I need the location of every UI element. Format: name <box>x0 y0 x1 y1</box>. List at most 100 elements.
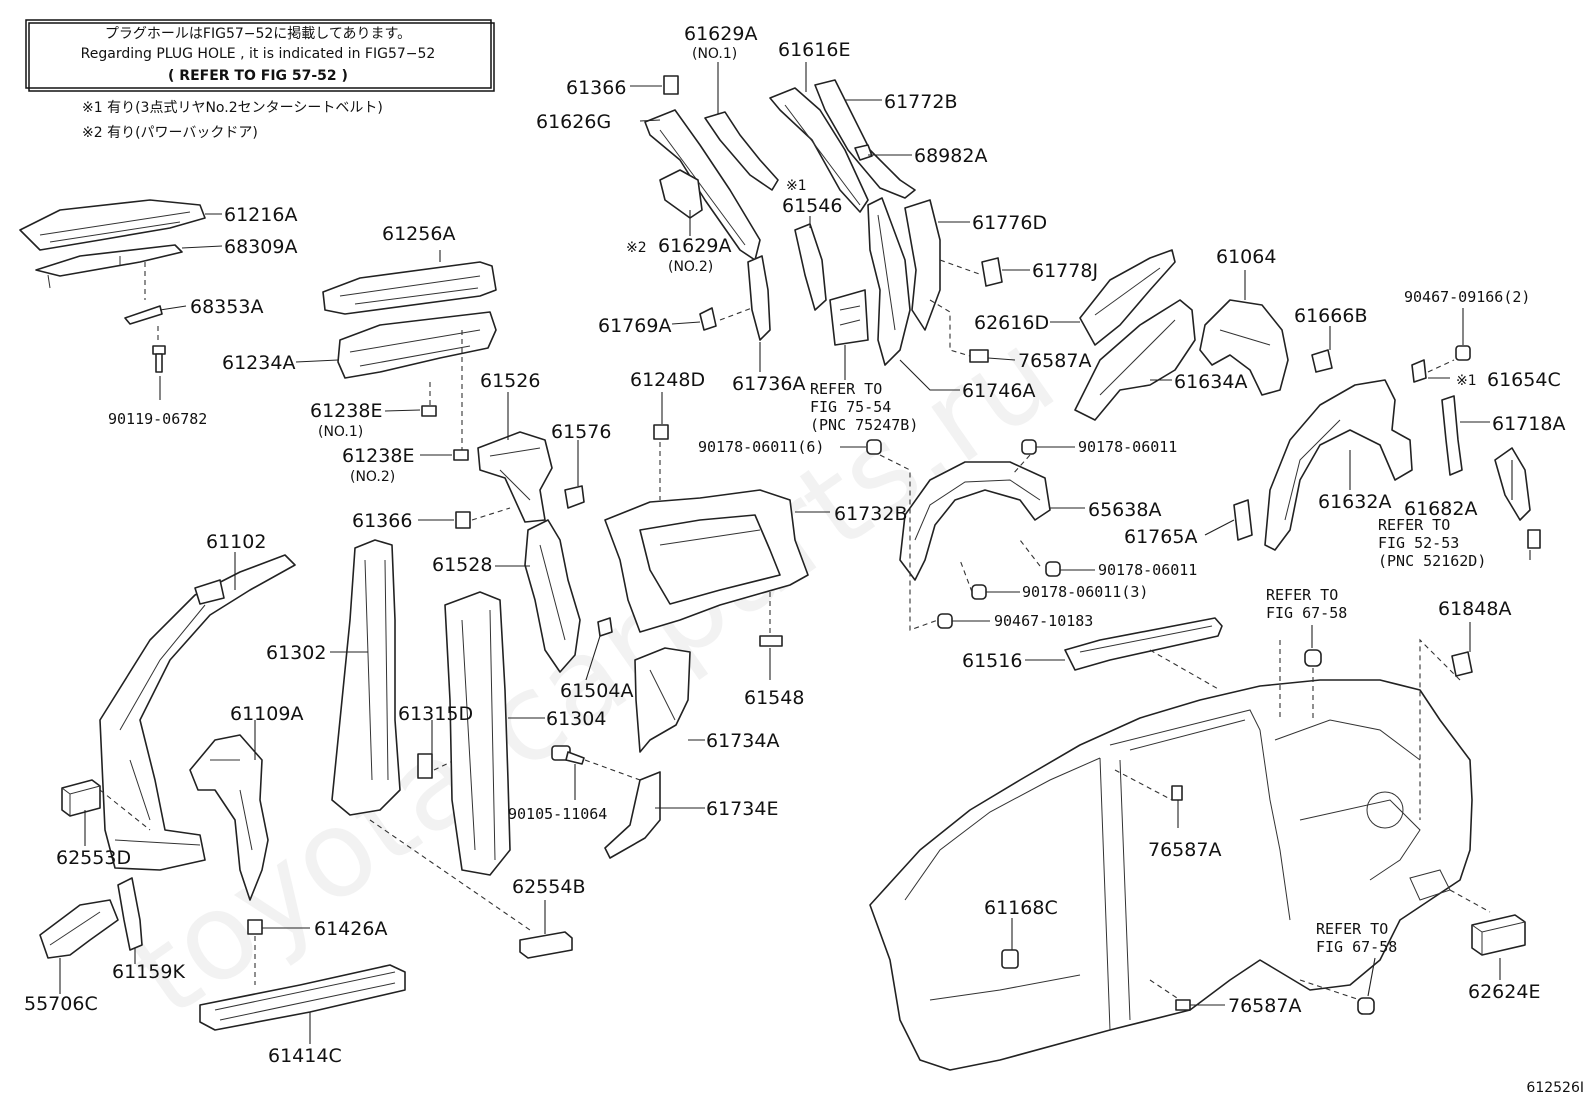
label-61216A[interactable]: 61216A <box>224 204 297 226</box>
label-76587A-low[interactable]: 76587A <box>1228 995 1301 1017</box>
refer-67-58-upper[interactable]: REFER TO FIG 67-58 <box>1266 586 1347 622</box>
label-62624E[interactable]: 62624E <box>1468 981 1540 1003</box>
label-61302[interactable]: 61302 <box>266 642 326 664</box>
part-68353A-shape[interactable] <box>124 305 163 325</box>
clip-61238E-1[interactable] <box>421 405 437 417</box>
label-90178-06011-6[interactable]: 90178-06011(6) <box>698 438 824 456</box>
part-61414C-shape[interactable] <box>199 964 406 1031</box>
label-61682A[interactable]: 61682A <box>1404 498 1477 520</box>
part-61732B-shape[interactable] <box>604 489 809 633</box>
part-76587A-low-shape[interactable] <box>1175 999 1191 1011</box>
part-61064-shape[interactable] <box>1199 299 1289 396</box>
label-90178-06011-a[interactable]: 90178-06011 <box>1078 438 1177 456</box>
label-61736A[interactable]: 61736A <box>732 373 805 395</box>
part-61769A-shape[interactable] <box>699 307 717 331</box>
part-61528-shape[interactable] <box>524 519 581 673</box>
part-61526-shape[interactable] <box>477 431 553 523</box>
label-62554B[interactable]: 62554B <box>512 876 585 898</box>
label-61426A[interactable]: 61426A <box>314 918 387 940</box>
clip-61426A[interactable] <box>247 919 263 935</box>
label-61776D[interactable]: 61776D <box>972 212 1047 234</box>
part-62553D-shape[interactable] <box>61 779 101 817</box>
label-61734E[interactable]: 61734E <box>706 798 778 820</box>
label-61732B[interactable]: 61732B <box>834 503 907 525</box>
part-61629A-2-shape[interactable] <box>659 169 703 219</box>
part-65638A-shape[interactable] <box>899 461 1051 581</box>
label-61504A[interactable]: 61504A <box>560 680 633 702</box>
label-61634A[interactable]: 61634A <box>1174 371 1247 393</box>
label-61238E-2[interactable]: 61238E <box>342 445 414 467</box>
part-bracket-75247B[interactable] <box>829 289 869 346</box>
part-61632A-shape[interactable] <box>1264 379 1413 551</box>
part-61616E-shape[interactable] <box>769 87 869 213</box>
part-76587A-mid-shape[interactable] <box>1171 785 1183 801</box>
refer-52-53[interactable]: REFER TO FIG 52-53 (PNC 52162D) <box>1378 516 1486 570</box>
part-61546-shape[interactable] <box>794 223 827 311</box>
label-61238E-1[interactable]: 61238E <box>310 400 382 422</box>
label-90178-06011-3[interactable]: 90178-06011(3) <box>1022 583 1148 601</box>
label-61102[interactable]: 61102 <box>206 531 266 553</box>
label-61734A[interactable]: 61734A <box>706 730 779 752</box>
label-90178-06011-b[interactable]: 90178-06011 <box>1098 561 1197 579</box>
label-62553D[interactable]: 62553D <box>56 847 131 869</box>
label-61315D[interactable]: 61315D <box>398 703 473 725</box>
label-61516[interactable]: 61516 <box>962 650 1022 672</box>
label-65638A[interactable]: 65638A <box>1088 499 1161 521</box>
part-61234A-shape[interactable] <box>337 311 497 379</box>
bolt-90119-shape[interactable] <box>152 345 166 373</box>
part-61734E-shape[interactable] <box>604 771 661 859</box>
label-61629A-1[interactable]: 61629A <box>684 23 757 45</box>
part-62616D-shape[interactable] <box>1079 249 1176 346</box>
clip-90178-3[interactable] <box>971 584 987 600</box>
part-68982A-shape[interactable] <box>854 144 873 161</box>
clip-61248D[interactable] <box>653 424 669 440</box>
label-68309A[interactable]: 68309A <box>224 236 297 258</box>
part-61666B-shape[interactable] <box>1311 349 1333 373</box>
label-90119-06782[interactable]: 90119-06782 <box>108 410 207 428</box>
label-90467-10183[interactable]: 90467-10183 <box>994 612 1093 630</box>
refer-67-58-lower[interactable]: REFER TO FIG 67-58 <box>1316 920 1397 956</box>
part-61304-shape[interactable] <box>444 591 511 876</box>
part-body-side-outer[interactable] <box>869 679 1473 1071</box>
label-61632A[interactable]: 61632A <box>1318 491 1391 513</box>
part-61102-shape[interactable] <box>99 554 296 871</box>
part-61776D-shape[interactable] <box>904 199 941 331</box>
label-68353A[interactable]: 68353A <box>190 296 263 318</box>
part-61734A-shape[interactable] <box>634 647 691 753</box>
label-61576[interactable]: 61576 <box>551 421 611 443</box>
label-55706C[interactable]: 55706C <box>24 993 98 1015</box>
part-61746A-shape[interactable] <box>867 197 911 366</box>
clip-90467-09166-shape[interactable] <box>1455 345 1471 361</box>
label-61666B[interactable]: 61666B <box>1294 305 1367 327</box>
bolt-90105-shape[interactable] <box>551 745 585 765</box>
part-61548-shape[interactable] <box>759 635 783 647</box>
clip-67-58-upper[interactable] <box>1304 649 1322 667</box>
label-76587A-upper[interactable]: 76587A <box>1018 350 1091 372</box>
label-61414C[interactable]: 61414C <box>268 1045 342 1067</box>
part-61736A-shape[interactable] <box>747 255 771 341</box>
part-61576-shape[interactable] <box>564 485 585 509</box>
label-61256A[interactable]: 61256A <box>382 223 455 245</box>
label-61769A[interactable]: 61769A <box>598 315 671 337</box>
clip-61238E-2[interactable] <box>453 449 469 461</box>
part-61516-shape[interactable] <box>1064 617 1223 671</box>
label-61848A[interactable]: 61848A <box>1438 598 1511 620</box>
part-61765A-shape[interactable] <box>1233 499 1253 541</box>
label-61064[interactable]: 61064 <box>1216 246 1276 268</box>
part-61504A-shape[interactable] <box>597 617 613 637</box>
label-61765A[interactable]: 61765A <box>1124 526 1197 548</box>
label-90467-09166[interactable]: 90467-09166(2) <box>1404 288 1530 306</box>
label-61168C[interactable]: 61168C <box>984 897 1058 919</box>
label-62616D[interactable]: 62616D <box>974 312 1049 334</box>
clip-52162D-shape[interactable] <box>1527 529 1541 549</box>
label-61526[interactable]: 61526 <box>480 370 540 392</box>
part-61315D-shape[interactable] <box>417 753 433 779</box>
part-61629A-1-shape[interactable] <box>704 111 779 191</box>
label-61548[interactable]: 61548 <box>744 687 804 709</box>
part-76587A-upper-shape[interactable] <box>969 349 989 363</box>
label-61772B[interactable]: 61772B <box>884 91 957 113</box>
clip-61168C-shape[interactable] <box>1001 949 1019 969</box>
part-62554B-shape[interactable] <box>519 931 573 959</box>
label-61109A[interactable]: 61109A <box>230 703 303 725</box>
part-55706C-shape[interactable] <box>39 899 119 959</box>
